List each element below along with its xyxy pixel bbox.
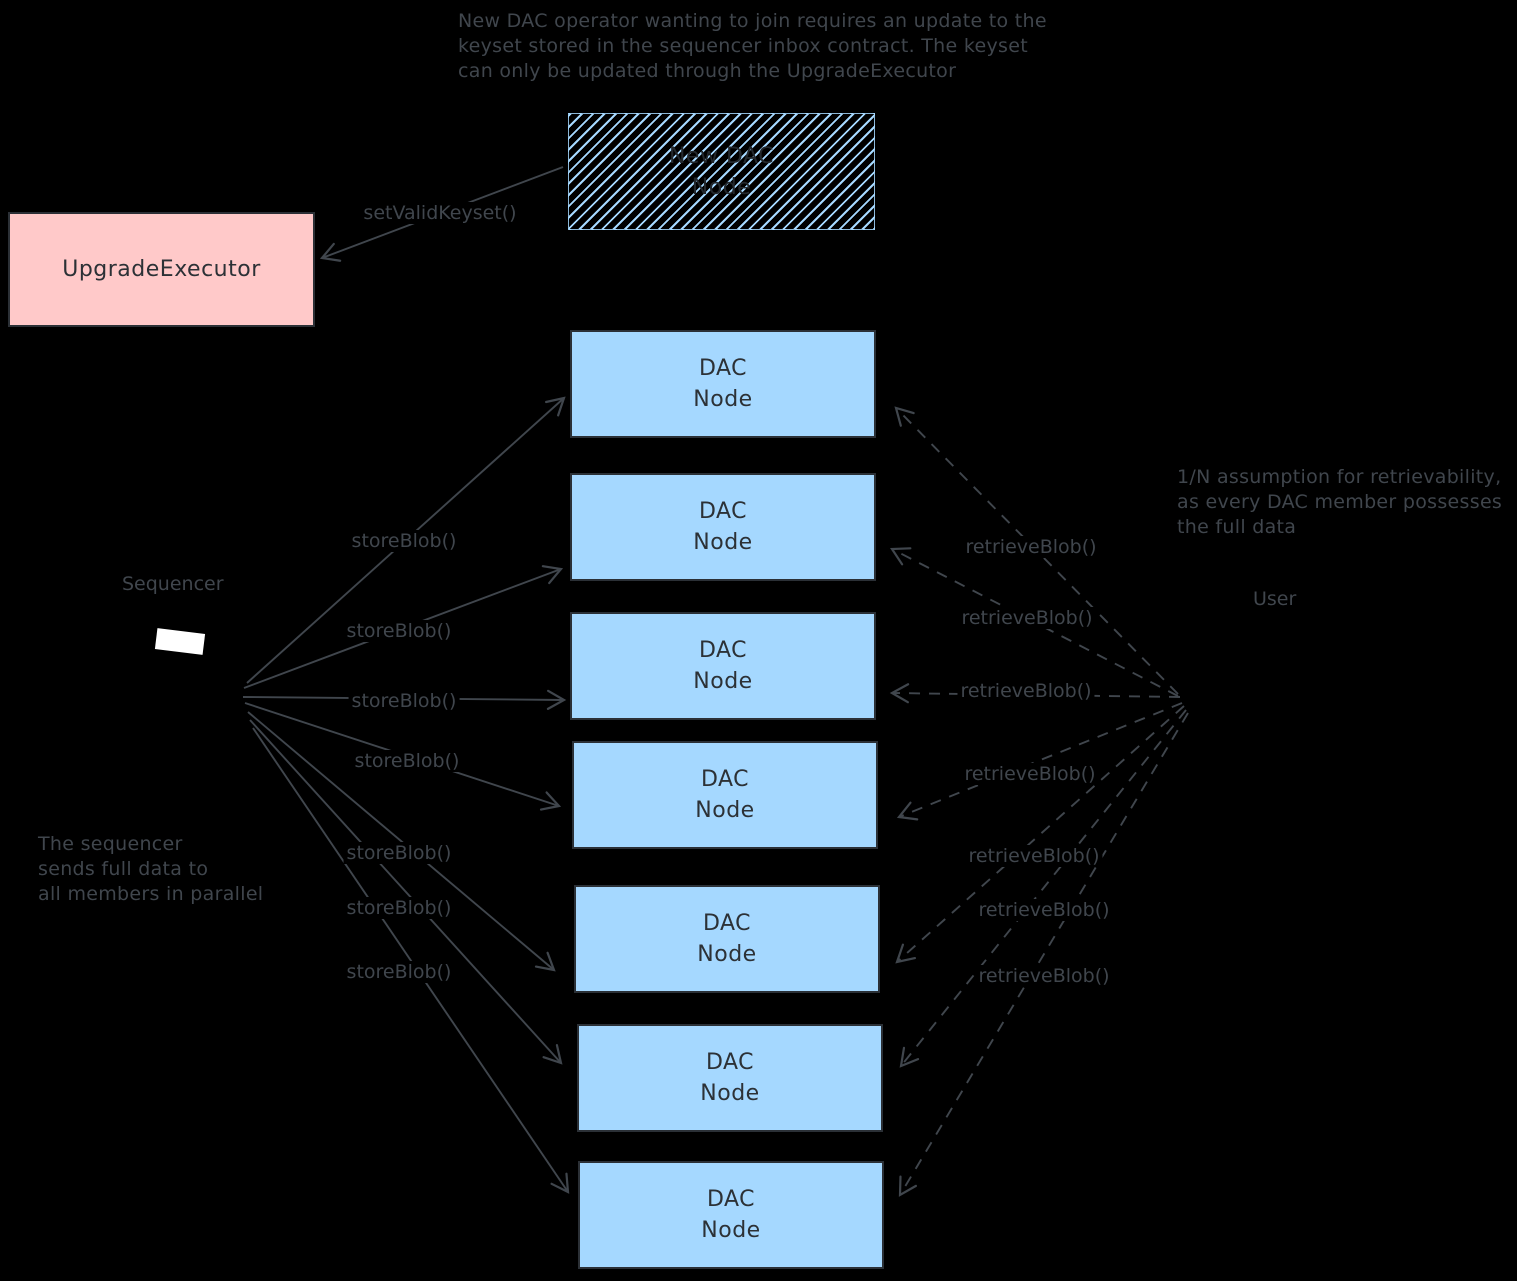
dac-node-box-4: DAC Node <box>572 741 878 849</box>
dac-node-box-1: DAC Node <box>570 330 876 438</box>
keyset-note-line: New DAC operator wanting to join require… <box>458 10 1047 32</box>
sequencer-note-line: The sequencer <box>38 833 183 855</box>
dac-node-label-line: DAC <box>698 356 748 381</box>
arrow-label-storeblob: storeBlob() <box>343 620 455 642</box>
arrow-storeblob <box>252 727 570 1194</box>
arrow-retrieveblob-dashed <box>898 712 1189 1197</box>
arrow-label-storeblob: storeBlob() <box>348 530 460 552</box>
arrow-storeblob <box>249 719 563 1065</box>
arrow-retrieveblob-dashed <box>899 709 1187 1068</box>
retrievability-note-line: the full data <box>1177 516 1297 538</box>
keyset-note: New DAC operator wanting to join require… <box>458 9 1047 84</box>
keyset-note-line: keyset stored in the sequencer inbox con… <box>458 35 1028 57</box>
dac-node-label-line: Node <box>693 530 753 555</box>
dac-node-label-line: Node <box>693 387 753 412</box>
dac-node-label-line: DAC <box>698 638 748 663</box>
retrievability-note-line: 1/N assumption for retrievability, <box>1177 466 1502 488</box>
arrow-label-retrieveblob: retrieveBlob() <box>958 607 1096 629</box>
arrow-label-storeblob: storeBlob() <box>343 961 455 983</box>
dac-node-box-6: DAC Node <box>577 1024 883 1132</box>
arrow-label-retrieveblob: retrieveBlob() <box>962 536 1100 558</box>
dac-node-label-line: DAC <box>702 911 752 936</box>
retrievability-note-line: as every DAC member possesses <box>1177 491 1503 513</box>
dac-node-label-line: Node <box>701 1218 761 1243</box>
arrow-label-setvalidkeyset: setValidKeyset() <box>360 202 520 224</box>
dac-node-label-line: DAC <box>705 1050 755 1075</box>
dac-node-label-line: Node <box>695 798 755 823</box>
dac-node-label-line: DAC <box>700 767 750 792</box>
arrow-label-storeblob: storeBlob() <box>343 897 455 919</box>
arrow-retrieveblob-dashed <box>895 705 1185 964</box>
dac-node-box-3: DAC Node <box>570 612 876 720</box>
new-dac-node-label-line: Node <box>691 174 752 200</box>
dac-node-label-line: Node <box>693 669 753 694</box>
arrow-label-retrieveblob: retrieveBlob() <box>957 680 1095 702</box>
sequencer-note-line: all members in parallel <box>38 883 264 905</box>
arrow-label-retrieveblob: retrieveBlob() <box>961 763 1099 785</box>
new-dac-node-label-line: New DAC <box>668 143 775 169</box>
upgrade-executor-label: UpgradeExecutor <box>62 257 261 282</box>
new-dac-node-box: New DAC Node <box>568 113 875 230</box>
keyset-note-line: can only be updated through the UpgradeE… <box>458 60 957 82</box>
dac-node-box-7: DAC Node <box>578 1161 884 1269</box>
arrow-label-retrieveblob: retrieveBlob() <box>975 965 1113 987</box>
arrow-label-storeblob: storeBlob() <box>348 690 460 712</box>
arrow-label-retrieveblob: retrieveBlob() <box>975 899 1113 921</box>
sequencer-note-line: sends full data to <box>38 858 209 880</box>
retrievability-note: 1/N assumption for retrievability, as eve… <box>1177 465 1502 540</box>
arrow-retrieveblob-dashed <box>896 702 1183 821</box>
arrow-label-storeblob: storeBlob() <box>343 842 455 864</box>
dac-node-box-5: DAC Node <box>574 885 880 993</box>
dac-node-box-2: DAC Node <box>570 473 876 581</box>
sequencer-note: The sequencer sends full data to all membe… <box>38 832 263 907</box>
sequencer-label: Sequencer <box>122 573 224 595</box>
dac-node-label-line: Node <box>700 1081 760 1106</box>
arrow-label-retrieveblob: retrieveBlob() <box>965 845 1103 867</box>
dac-node-label-line: DAC <box>706 1187 756 1212</box>
upgrade-executor-box: UpgradeExecutor <box>8 212 315 327</box>
arrow-storeblob <box>247 711 556 972</box>
dac-node-label-line: Node <box>697 942 757 967</box>
dac-node-label-line: DAC <box>698 499 748 524</box>
user-label: User <box>1253 588 1297 610</box>
arrow-label-storeblob: storeBlob() <box>351 750 463 772</box>
